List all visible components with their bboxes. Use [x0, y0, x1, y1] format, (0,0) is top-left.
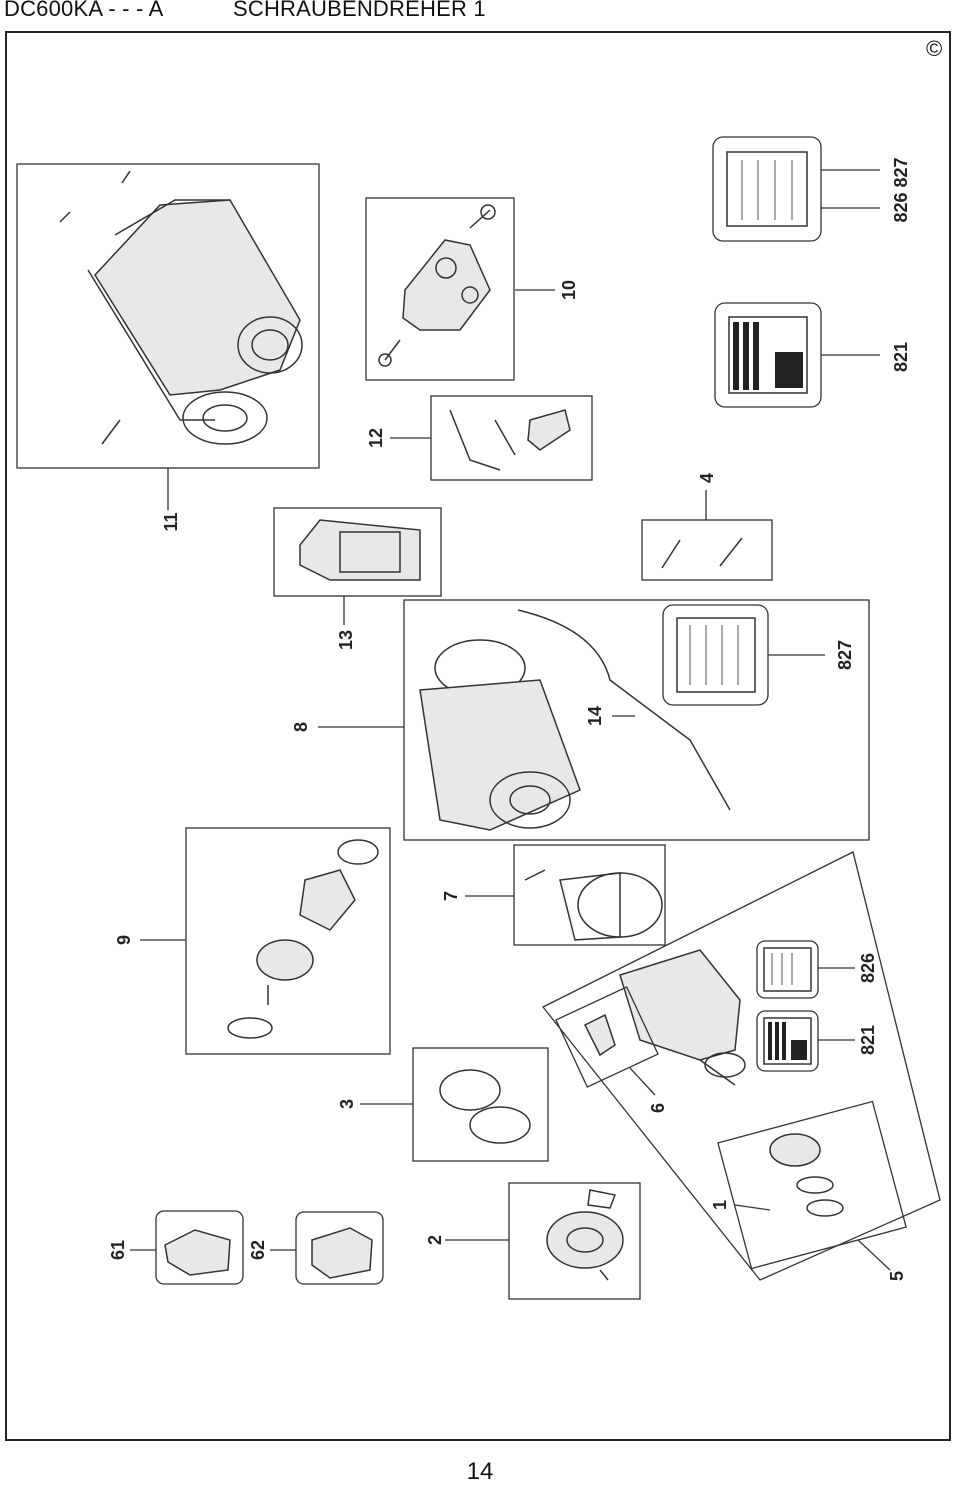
callout-8: 8 — [291, 722, 311, 732]
callout-61: 61 — [108, 1240, 128, 1260]
callout-62: 62 — [248, 1240, 268, 1260]
part-group-826-label-lower — [756, 940, 819, 999]
part-group-10-bracket — [365, 197, 515, 381]
callout-6: 6 — [648, 1103, 668, 1113]
callout-827: 827 — [835, 640, 855, 670]
part-group-821-label-lower — [756, 1010, 819, 1072]
part-group-3-collar — [412, 1047, 549, 1162]
part-group-6 — [555, 986, 659, 1088]
page-title: SCHRAUBENDREHER 1 — [233, 0, 486, 21]
callout-826-827-top: 826 827 — [891, 157, 911, 222]
callout-2: 2 — [425, 1235, 445, 1245]
part-group-821-label — [714, 302, 822, 408]
callout-14: 14 — [585, 706, 605, 726]
part-group-4-pins — [641, 519, 773, 581]
part-group-11-housing — [16, 163, 320, 469]
drawing-frame — [5, 31, 951, 1441]
callout-4: 4 — [697, 473, 717, 483]
part-group-7-ring-gear — [513, 844, 666, 946]
callout-7: 7 — [441, 891, 461, 901]
part-group-61-charger — [155, 1210, 244, 1285]
part-group-826-827-labels — [712, 136, 822, 242]
part-group-12-switch — [430, 395, 593, 481]
part-group-8-motor — [403, 599, 870, 841]
part-group-9-gearbox — [185, 827, 391, 1055]
copyright-symbol: © — [926, 36, 943, 61]
part-group-827-label — [662, 604, 769, 706]
part-group-5-assembly-outline — [541, 851, 941, 1281]
part-group-62-battery — [295, 1211, 384, 1285]
callout-9: 9 — [114, 935, 134, 945]
leader-lines — [130, 169, 891, 1271]
callout-821-top: 821 — [891, 342, 911, 372]
part-group-13-switch-module — [273, 507, 442, 597]
part-group-1-clutch — [717, 1100, 907, 1270]
callout-10: 10 — [559, 280, 579, 300]
callout-12: 12 — [366, 428, 386, 448]
callout-numbers: 11 12 10 826 827 821 4 13 8 14 827 9 7 8… — [108, 157, 911, 1281]
part-group-2-cover — [508, 1182, 641, 1300]
callout-13: 13 — [336, 630, 356, 650]
model-code: DC600KA - - - A — [4, 0, 164, 21]
callout-3: 3 — [337, 1099, 357, 1109]
callout-826: 826 — [858, 953, 878, 983]
callout-11: 11 — [161, 512, 181, 531]
page-number: 14 — [466, 1458, 494, 1485]
callout-5: 5 — [887, 1271, 907, 1281]
callout-1: 1 — [710, 1200, 730, 1210]
callout-821: 821 — [858, 1025, 878, 1055]
